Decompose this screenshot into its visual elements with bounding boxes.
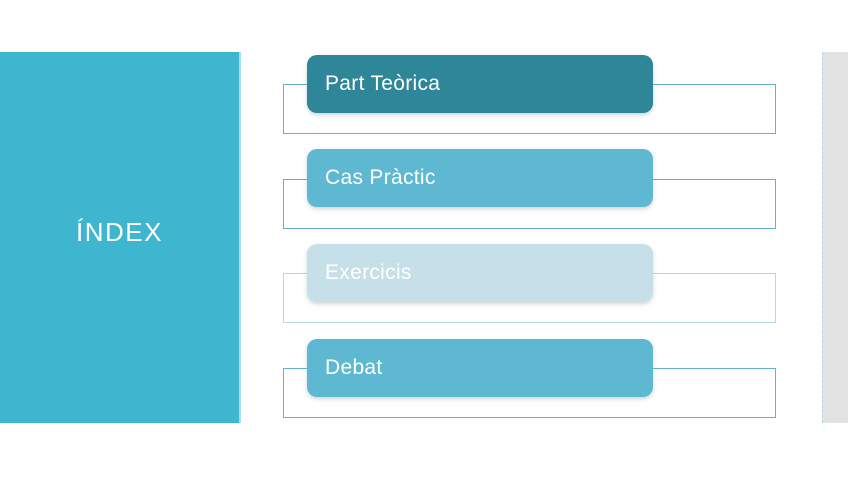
item-button-exercicis[interactable]: Exercicis (307, 244, 653, 302)
index-sidebar-band: ÍNDEX (0, 52, 241, 423)
item-button-debat[interactable]: Debat (307, 339, 653, 397)
item-button-part-teorica[interactable]: Part Teòrica (307, 55, 653, 113)
right-accent-strip (822, 52, 848, 423)
slide-title: ÍNDEX (76, 217, 163, 247)
item-button-cas-practic[interactable]: Cas Pràctic (307, 149, 653, 207)
